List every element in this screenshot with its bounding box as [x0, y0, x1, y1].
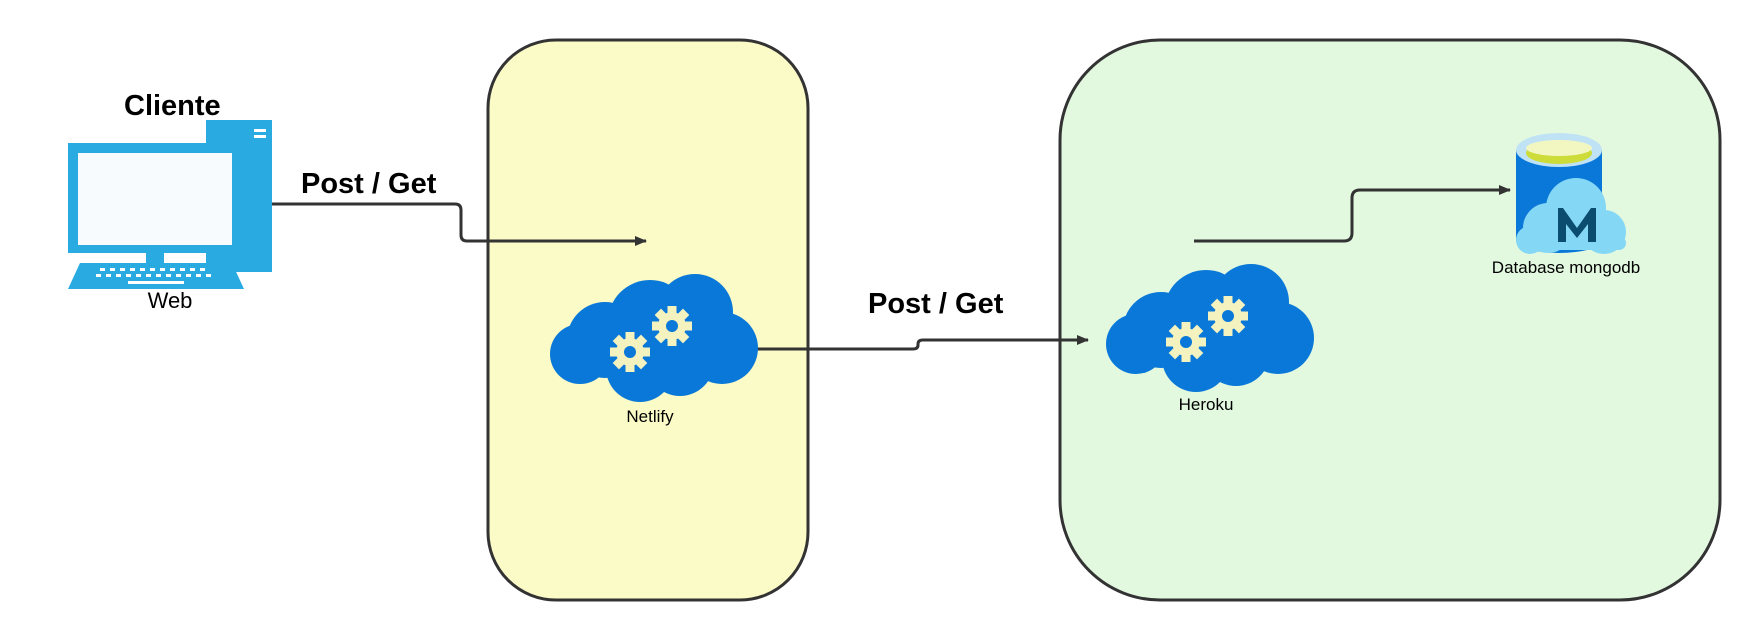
- edge-label-netlify-to-heroku: Post / Get: [868, 288, 1004, 320]
- arrow-client-to-netlify: [272, 202, 647, 246]
- database-mongodb-icon: [1516, 133, 1626, 254]
- client-title: Cliente: [124, 90, 221, 122]
- desktop-computer-icon: [68, 120, 272, 289]
- netlify-label: Netlify: [626, 407, 674, 426]
- arrow-heroku-to-database: [1194, 185, 1511, 243]
- client-subtitle: Web: [147, 288, 193, 313]
- heroku-label: Heroku: [1178, 395, 1234, 414]
- edge-label-client-to-netlify: Post / Get: [301, 168, 437, 200]
- database-label: Database mongodb: [1491, 258, 1641, 277]
- arrow-netlify-to-heroku: [745, 335, 1089, 351]
